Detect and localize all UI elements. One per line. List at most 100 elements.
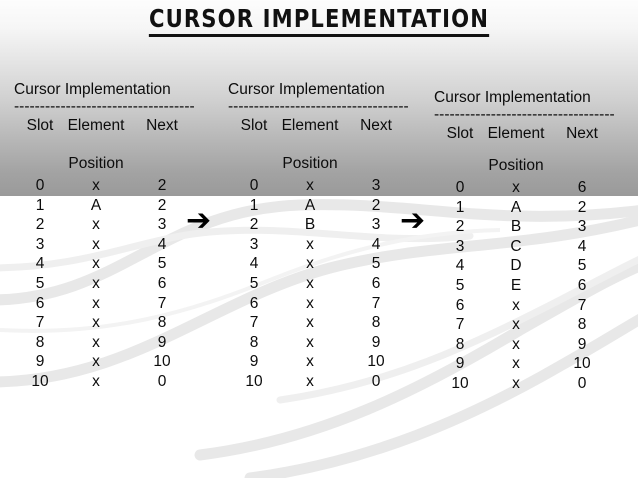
cell-slot: 2 [455,218,465,236]
cell-next: 4 [157,235,167,253]
table-row: 10 x 0 [228,373,408,393]
cell-next: 6 [577,276,587,294]
cell-slot: 10 [451,374,469,392]
cell-next: 2 [157,196,167,214]
cell-element: x [92,177,100,194]
cell-slot: 1 [249,196,259,214]
cell-element: x [306,353,314,371]
cell-element: C [510,237,522,255]
cell-next: 8 [577,316,587,334]
table-section-label-wrap: Position [434,157,614,179]
page-title-text: CURSOR IMPLEMENTATION [148,4,490,37]
gradient-band [0,0,638,196]
cursor-table-1: Cursor Implementation ------------------… [14,80,195,393]
table-row: 7 x 8 [14,314,194,334]
cell-slot: 9 [249,353,259,371]
cell-element: x [306,235,314,253]
column-header-next: Next [360,117,392,134]
cell-slot: 5 [455,276,465,294]
cell-element: x [512,179,520,196]
cell-slot: 10 [245,372,263,390]
cell-slot: 0 [35,177,45,194]
cell-next: 10 [153,353,171,371]
table-column-headers: Slot Element Next [14,117,194,139]
cell-next: 0 [157,372,167,390]
cell-slot: 5 [249,274,259,292]
page-title: CURSOR IMPLEMENTATION [19,4,619,37]
cell-element: x [512,316,520,334]
cell-next: 0 [371,372,381,390]
cell-slot: 3 [249,235,259,253]
table-caption: Cursor Implementation [434,89,591,106]
cell-element: x [92,294,100,312]
cell-next: 3 [371,216,381,234]
cell-element: E [510,276,522,294]
cell-next: 2 [157,177,167,194]
cell-element: x [92,314,100,332]
cell-next: 6 [157,274,167,292]
cell-next: 5 [577,257,587,275]
cell-next: 2 [371,196,381,214]
table-section-label: Position [68,155,124,172]
cell-element: B [304,216,316,234]
table-row: 3 x 4 [228,236,408,256]
cell-element: D [510,257,522,275]
column-header-next: Next [566,125,598,142]
table-divider: ----------------------------------- [228,98,409,115]
cell-element: x [512,296,520,314]
cell-slot: 3 [455,237,465,255]
cell-element: x [306,333,314,351]
cell-slot: 2 [35,216,45,234]
cell-slot: 1 [35,196,45,214]
transition-arrow-2: ➔ [400,203,426,238]
cell-next: 4 [371,235,381,253]
cell-next: 2 [577,198,587,216]
cell-element: x [92,274,100,292]
table-divider: ----------------------------------- [434,106,615,123]
cell-slot: 7 [249,314,259,332]
cell-element: x [306,255,314,273]
cursor-table-3: Cursor Implementation ------------------… [434,88,615,395]
column-header-slot: Slot [26,117,54,134]
table-divider: ----------------------------------- [14,98,195,115]
cell-element: x [306,372,314,390]
cell-next: 3 [157,216,167,234]
cell-next: 8 [157,314,167,332]
cell-element: A [510,198,522,216]
cell-next: 7 [577,296,587,314]
column-header-element: Element [67,117,125,134]
table-row: 5 E 6 [434,277,614,297]
cell-element: x [92,235,100,253]
transition-arrow-1: ➔ [186,203,212,238]
cell-slot: 4 [249,255,259,273]
cell-slot: 7 [35,314,45,332]
cell-element: B [510,218,522,236]
cell-slot: 7 [455,316,465,334]
table-row: 7 x 8 [434,316,614,336]
cell-next: 3 [371,177,381,194]
cell-element: x [306,177,314,194]
